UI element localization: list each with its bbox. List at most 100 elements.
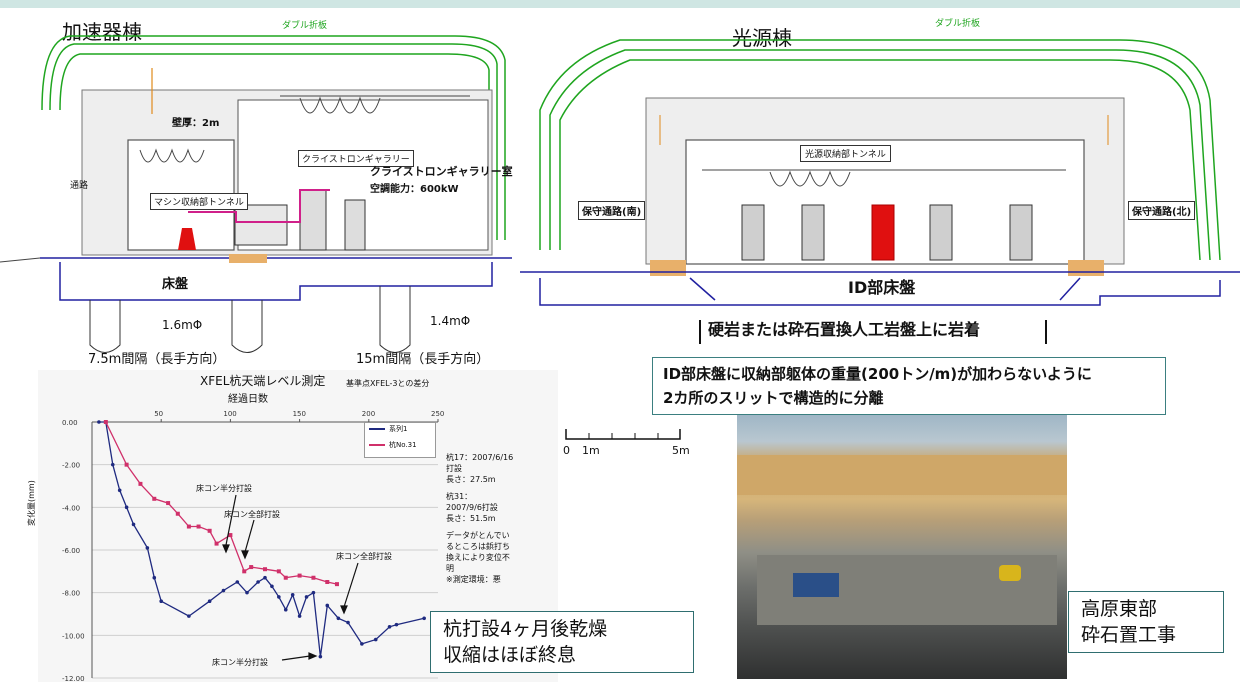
side-note-3: 杭31： [446,492,473,501]
series-2-point [228,533,233,538]
side-note-5: 長さ：51.5m [446,514,496,523]
series-1-point [256,580,260,584]
series-2-point [207,528,212,533]
series-2-point [166,501,171,506]
slit-callout-line1: ID部床盤に収納部躯体の重量(200トン/m)が加わらないように [663,365,1092,383]
series-1-point [290,593,295,597]
series-2-point [283,575,288,580]
y-tick-label: -12.00 [62,675,85,682]
side-note-2: 長さ：27.5m [446,475,496,484]
series-1-point [311,590,316,595]
series-2-point [124,462,129,467]
series-1-point [394,622,399,627]
series-2-point [263,567,267,572]
drying-note-line1: 杭打設4ヶ月後乾燥 [443,618,608,640]
series-2-point [325,580,330,584]
chart-x-label: 経過日数 [228,394,268,405]
photo-roller [999,565,1021,581]
slit-callout: ID部床盤に収納部躯体の重量(200トン/m)が加わらないように 2カ所のスリッ… [652,357,1166,415]
scale-zero: 0 [563,444,570,457]
construction-photo [737,415,1067,679]
chart-subtitle: 基準点XFEL-3との差分 [346,379,430,388]
photo-dump-truck [793,573,839,597]
legend-label-1: 系列1 [389,425,408,433]
series-1-point [110,462,115,467]
passage-label: 通路 [70,181,89,191]
pile-diameter-right: 1.4mΦ [430,314,471,328]
series-1-point [318,654,323,659]
series-2-point [297,573,302,578]
series-1-point [221,588,226,593]
top-accent-bar [0,0,1240,8]
series-1-point [97,420,101,424]
x-tick-label: 50 [154,410,163,418]
series-2-point [186,524,191,529]
series-1-point [131,522,136,527]
y-tick-label: 0.00 [62,419,78,427]
series-1-point [346,620,350,625]
passage-south-label: 保守通路(南) [578,201,646,220]
series-1-point [145,546,150,550]
chart-side-notes: 杭17：2007/6/16打設 長さ：27.5m 杭31： 2007/9/6打設… [446,452,516,585]
y-tick-label: -10.00 [62,632,85,640]
cooling-capacity-label: 空調能力：600kW [370,184,459,195]
pile-interval-left: 7.5m間隔（長手方向） [88,352,226,367]
light-source-tunnel-box: 光源収納部トンネル [800,145,891,162]
annotation-full-pour-2: 床コン全部打設 [336,552,392,561]
accelerator-cross-section [0,35,512,353]
machine-tunnel-box: マシン収納部トンネル [150,193,248,210]
series-2-point [138,481,143,486]
series-2-point [276,569,281,574]
series-1-point [263,575,267,580]
x-tick-label: 150 [293,410,306,418]
slit-callout-line2: 2カ所のスリットで構造的に分離 [663,389,884,407]
series-1-point [152,575,157,580]
series-1-point [283,607,288,612]
series-1-point [277,595,281,599]
annotation-half-pour-2: 床コン半分打設 [212,658,268,667]
series-1-point [207,599,212,603]
id-slab-label: ID部床盤 [848,278,916,297]
chart-y-label: 変化量(mm) [27,480,36,526]
passage-north-label: 保守通路(北) [1128,201,1196,220]
y-tick-label: -4.00 [62,504,80,512]
series-2-point [334,582,339,587]
photo-cliff [737,455,1067,495]
accelerator-roof [41,35,506,240]
series-2-point [249,565,254,570]
y-tick-label: -8.00 [62,590,80,598]
series-1-point [304,595,309,599]
series-1-point [422,616,426,621]
side-note-7: ※測定環境：悪 [446,575,501,584]
series-1-point [159,599,163,603]
series-1-point [297,614,302,618]
light-source-roof [539,39,1221,261]
series-2-point [311,575,316,580]
series-1-point [245,590,249,595]
light-source-building-title: 光源棟 [732,26,792,50]
series-1-point [235,580,240,584]
series-1-point [336,616,341,621]
drying-note-line2: 収縮はほぼ終息 [443,644,577,666]
side-note-1: 杭17：2007/6/16打設 [446,453,514,473]
x-tick-label: 200 [362,410,375,418]
x-tick-label: 250 [431,410,444,418]
accelerator-slab-label: 床盤 [162,277,189,292]
chart-arrows [222,494,255,560]
series-1-point [117,488,122,493]
pile-diameter-left: 1.6mΦ [162,318,203,332]
series-2-point [175,511,180,516]
photo-caption-line1: 高原東部 [1081,598,1158,620]
legend-swatch-2 [369,444,385,446]
series-1-point [387,625,392,629]
series-2-point [214,541,219,546]
series-1-point [373,637,378,642]
legend-swatch-1 [369,428,385,430]
accelerator-roof-label: ダブル折板 [282,21,328,31]
series-2-point [103,420,108,424]
photo-caption-line2: 砕石置工事 [1081,624,1177,646]
side-note-6: データがとんでいるところは鋲打ち換えにより変位不明 [446,531,510,573]
scale-five: 5m [672,444,690,457]
annotation-half-pour-1: 床コン半分打設 [196,484,252,493]
